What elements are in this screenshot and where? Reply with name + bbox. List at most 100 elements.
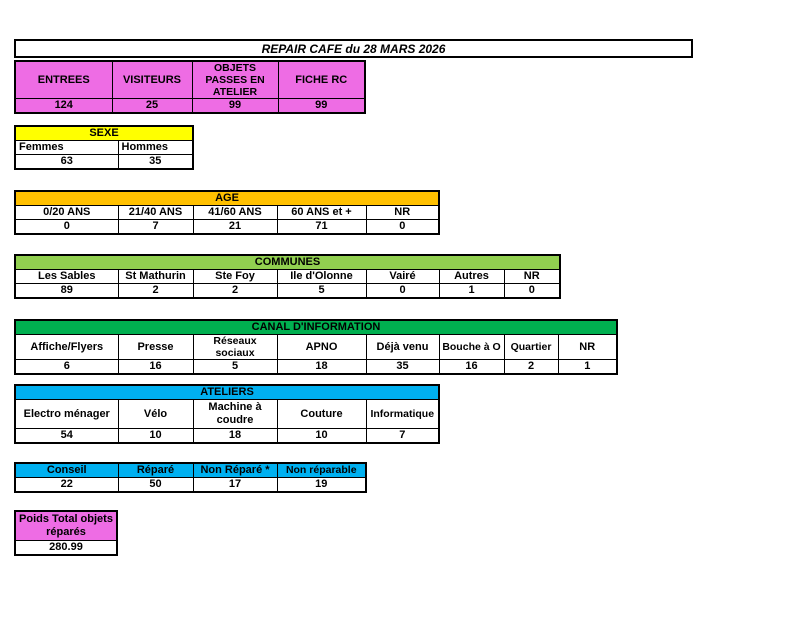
communes-ile-dolonne-label: Ile d'Olonne	[276, 269, 367, 284]
sexe-header: SEXE	[14, 125, 194, 141]
communes-ile-dolonne-value: 5	[276, 283, 367, 299]
ateliers-machine-a-coudre-value: 18	[192, 428, 278, 444]
age-0-20-label: 0/20 ANS	[14, 205, 119, 220]
communes-vaire-value: 0	[365, 283, 440, 299]
communes-table: COMMUNES Les Sables St Mathurin Ste Foy …	[14, 254, 561, 299]
ateliers-informatique-value: 7	[365, 428, 440, 444]
canal-nr-label: NR	[557, 333, 618, 361]
resultats-conseil-label: Conseil	[14, 462, 119, 478]
canal-affiche-flyers-label: Affiche/Flyers	[14, 333, 119, 361]
ateliers-machine-a-coudre-label: Machine à coudre	[192, 399, 278, 429]
summary-objets-passes-value: 99	[191, 98, 279, 114]
canal-label-row: Affiche/Flyers Presse Réseaux sociaux AP…	[14, 333, 618, 361]
sexe-hommes-value: 35	[117, 154, 194, 170]
poids-header-row: Poids Total objets réparés	[14, 510, 118, 541]
age-header-row: AGE	[14, 190, 440, 206]
summary-header-row: ENTREES VISITEURS OBJETS PASSES EN ATELI…	[14, 60, 366, 100]
resultats-repare-value: 50	[117, 477, 194, 493]
sexe-header-row: SEXE	[14, 125, 194, 141]
resultats-non-repare-value: 17	[192, 477, 278, 493]
ateliers-velo-label: Vélo	[117, 399, 194, 429]
age-41-60-value: 21	[192, 219, 278, 235]
age-60-plus-label: 60 ANS et +	[276, 205, 367, 220]
resultats-conseil-value: 22	[14, 477, 119, 493]
resultats-non-repare-label: Non Réparé *	[192, 462, 278, 478]
summary-visiteurs-label: VISITEURS	[111, 60, 193, 100]
age-60-plus-value: 71	[276, 219, 367, 235]
resultats-table: Conseil Réparé Non Réparé * Non réparabl…	[14, 462, 367, 493]
summary-value-row: 124 25 99 99	[14, 98, 366, 114]
age-value-row: 0 7 21 71 0	[14, 219, 440, 235]
ateliers-velo-value: 10	[117, 428, 194, 444]
communes-ste-foy-label: Ste Foy	[192, 269, 278, 284]
age-nr-value: 0	[365, 219, 440, 235]
canal-reseaux-sociaux-label: Réseaux sociaux	[192, 333, 278, 361]
communes-autres-label: Autres	[438, 269, 505, 284]
age-label-row: 0/20 ANS 21/40 ANS 41/60 ANS 60 ANS et +…	[14, 205, 440, 220]
communes-vaire-label: Vairé	[365, 269, 440, 284]
summary-entrees-label: ENTREES	[14, 60, 113, 100]
canal-apno-label: APNO	[276, 333, 367, 361]
sexe-table: SEXE Femmes Hommes 63 35	[14, 125, 194, 170]
communes-header: COMMUNES	[14, 254, 561, 270]
poids-value-row: 280.99	[14, 540, 118, 556]
canal-table: CANAL D'INFORMATION Affiche/Flyers Press…	[14, 319, 618, 376]
sexe-value-row: 63 35	[14, 154, 194, 170]
canal-nr-value: 1	[557, 359, 618, 375]
communes-autres-value: 1	[438, 283, 505, 299]
communes-header-row: COMMUNES	[14, 254, 561, 270]
ateliers-header: ATELIERS	[14, 384, 440, 400]
sexe-femmes-label: Femmes	[14, 140, 119, 155]
canal-affiche-flyers-value: 6	[14, 359, 119, 375]
resultats-value-row: 22 50 17 19	[14, 477, 367, 493]
ateliers-header-row: ATELIERS	[14, 384, 440, 400]
age-table: AGE 0/20 ANS 21/40 ANS 41/60 ANS 60 ANS …	[14, 190, 440, 235]
summary-visiteurs-value: 25	[111, 98, 193, 114]
resultats-non-reparable-label: Non réparable	[276, 462, 367, 478]
communes-les-sables-value: 89	[14, 283, 119, 299]
canal-value-row: 6 16 5 18 35 16 2 1	[14, 359, 618, 375]
age-21-40-value: 7	[117, 219, 194, 235]
sexe-femmes-value: 63	[14, 154, 119, 170]
canal-bouche-a-o-value: 16	[438, 359, 505, 375]
ateliers-couture-value: 10	[276, 428, 367, 444]
ateliers-couture-label: Couture	[276, 399, 367, 429]
age-41-60-label: 41/60 ANS	[192, 205, 278, 220]
communes-nr-label: NR	[503, 269, 561, 284]
summary-objets-passes-label: OBJETS PASSES EN ATELIER	[191, 60, 279, 100]
ateliers-value-row: 54 10 18 10 7	[14, 428, 440, 444]
ateliers-label-row: Electro ménager Vélo Machine à coudre Co…	[14, 399, 440, 429]
resultats-non-reparable-value: 19	[276, 477, 367, 493]
canal-quartier-label: Quartier	[503, 333, 559, 361]
communes-les-sables-label: Les Sables	[14, 269, 119, 284]
communes-st-mathurin-label: St Mathurin	[117, 269, 194, 284]
age-nr-label: NR	[365, 205, 440, 220]
summary-table: ENTREES VISITEURS OBJETS PASSES EN ATELI…	[14, 60, 366, 115]
communes-ste-foy-value: 2	[192, 283, 278, 299]
sexe-hommes-label: Hommes	[117, 140, 194, 155]
communes-label-row: Les Sables St Mathurin Ste Foy Ile d'Olo…	[14, 269, 561, 284]
canal-deja-venu-value: 35	[365, 359, 440, 375]
summary-fiche-rc-value: 99	[277, 98, 366, 114]
canal-quartier-value: 2	[503, 359, 559, 375]
ateliers-electro-menager-label: Electro ménager	[14, 399, 119, 429]
ateliers-informatique-label: Informatique	[365, 399, 440, 429]
sexe-label-row: Femmes Hommes	[14, 140, 194, 155]
canal-header-row: CANAL D'INFORMATION	[14, 319, 618, 335]
ateliers-electro-menager-value: 54	[14, 428, 119, 444]
communes-nr-value: 0	[503, 283, 561, 299]
poids-header: Poids Total objets réparés	[14, 510, 118, 541]
communes-value-row: 89 2 2 5 0 1 0	[14, 283, 561, 299]
canal-header: CANAL D'INFORMATION	[14, 319, 618, 335]
canal-presse-label: Presse	[117, 333, 194, 361]
communes-st-mathurin-value: 2	[117, 283, 194, 299]
resultats-header-row: Conseil Réparé Non Réparé * Non réparabl…	[14, 462, 367, 478]
canal-bouche-a-o-label: Bouche à O	[438, 333, 505, 361]
age-header: AGE	[14, 190, 440, 206]
canal-deja-venu-label: Déjà venu	[365, 333, 440, 361]
poids-value: 280.99	[14, 540, 118, 556]
canal-reseaux-sociaux-value: 5	[192, 359, 278, 375]
summary-entrees-value: 124	[14, 98, 113, 114]
title-bar: REPAIR CAFE du 28 MARS 2026	[14, 39, 693, 58]
